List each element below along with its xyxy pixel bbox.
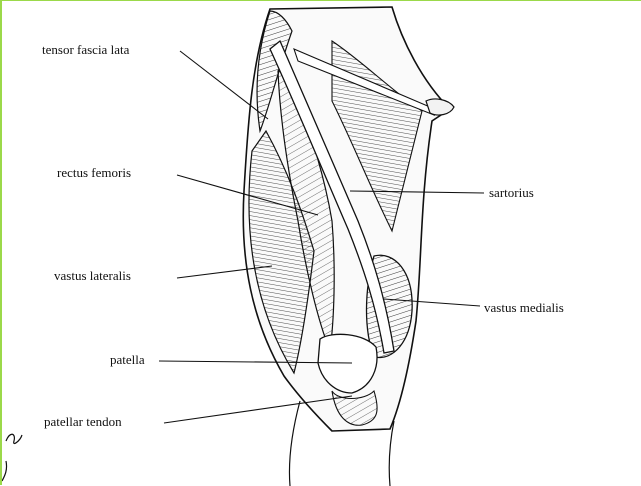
label-patella: patella [110, 352, 145, 367]
leader-patellar-tendon [163, 395, 353, 424]
iliac-attachment [425, 98, 455, 116]
patella-shape [317, 333, 378, 394]
label-sartorius: sartorius [489, 185, 534, 200]
label-vastus-medialis: vastus medialis [484, 300, 564, 315]
label-rectus-femoris: rectus femoris [57, 165, 132, 180]
leader-tensor-fascia-lata [179, 50, 269, 120]
adductor-muscles [331, 39, 423, 233]
leader-vastus-lateralis [176, 265, 273, 279]
tensor-fascia-lata-muscle [256, 10, 293, 134]
leader-vastus-medialis [383, 298, 481, 307]
label-tensor-fascia-lata: tensor fascia lata [42, 42, 130, 57]
sartorius-muscle [269, 39, 395, 354]
label-patellar-tendon: patellar tendon [44, 414, 122, 429]
patellar-tendon-shape [331, 389, 378, 426]
leader-sartorius [349, 190, 485, 194]
artist-signature [2, 433, 23, 482]
lower-leg-outline [288, 400, 395, 486]
label-vastus-lateralis: vastus lateralis [54, 268, 131, 283]
leader-patella [158, 360, 353, 364]
leader-rectus-femoris [176, 174, 319, 216]
